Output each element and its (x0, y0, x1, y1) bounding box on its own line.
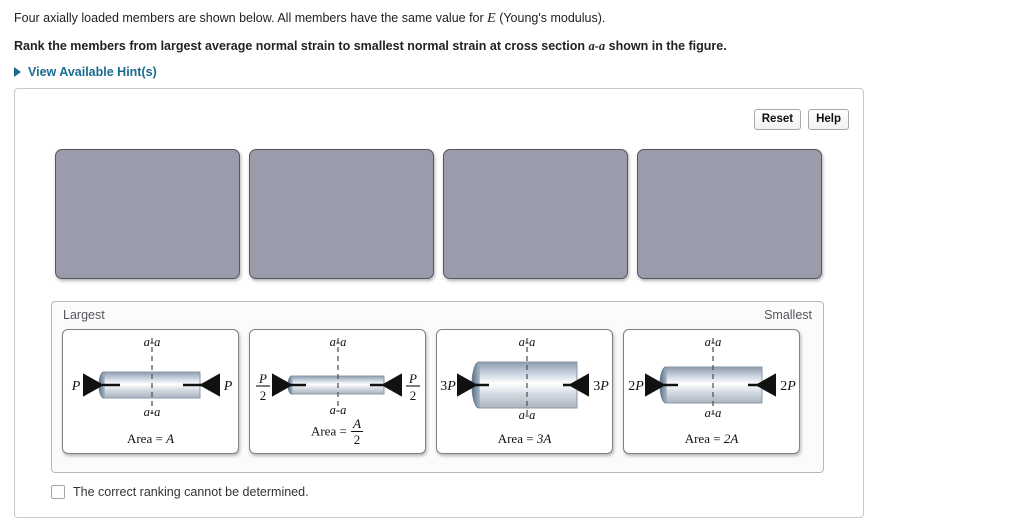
svg-text:3P: 3P (440, 379, 456, 394)
cannot-determine-checkbox[interactable] (51, 485, 65, 499)
area-prefix-2: Area = (310, 423, 351, 439)
problem-intro-text-a: Four axially loaded members are shown be… (14, 11, 488, 25)
svg-text:a-a: a-a (705, 406, 722, 420)
member-card-1[interactable]: a-a a-a P P Area = A (62, 329, 239, 454)
triangle-right-icon (14, 67, 21, 78)
area-prefix-1: Area = (126, 431, 167, 446)
instruction-text-a: Rank the members from largest average no… (14, 39, 589, 54)
ranking-dropzones (55, 149, 822, 279)
cross-section-label: a-a (588, 39, 606, 54)
member-card-4[interactable]: a-a a-a 2P 2P Area = 2A (623, 329, 800, 454)
cannot-determine-label: The correct ranking cannot be determined… (73, 485, 309, 499)
dropzone-slot-4[interactable] (637, 149, 822, 279)
svg-text:a-a: a-a (330, 335, 347, 349)
svg-text:a-a: a-a (519, 408, 536, 422)
svg-text:P: P (408, 371, 417, 386)
item-bank: Largest Smallest (51, 301, 824, 473)
area-prefix-3: Area = (497, 431, 537, 446)
prompt-area: Four axially loaded members are shown be… (0, 0, 1024, 79)
svg-text:2: 2 (260, 388, 267, 403)
member-figure-2: a-a a-a P 2 P 2 (250, 330, 425, 422)
answer-panel: Reset Help Largest Smallest (14, 88, 864, 518)
area-label-3: Area = 3A (437, 431, 612, 447)
youngs-modulus-symbol: E (487, 11, 496, 26)
problem-intro: Four axially loaded members are shown be… (14, 9, 1010, 29)
instruction-text-b: shown in the figure. (605, 39, 727, 54)
area-fraction-numerator-2: A (351, 416, 364, 432)
svg-text:a-a: a-a (330, 403, 347, 417)
member-card-3[interactable]: a-a a-a 3P 3P Area = 3A (436, 329, 613, 454)
view-available-hints-link[interactable]: View Available Hint(s) (28, 65, 157, 80)
svg-text:3P: 3P (593, 379, 609, 394)
bank-label-largest: Largest (63, 308, 105, 322)
svg-text:2: 2 (410, 388, 417, 403)
problem-intro-text-b: (Young's modulus). (495, 11, 606, 25)
svg-text:a-a: a-a (144, 335, 161, 349)
area-value-1: A (166, 431, 175, 446)
svg-text:a-a: a-a (144, 405, 161, 419)
help-button[interactable]: Help (808, 109, 849, 131)
bank-card-list: a-a a-a P P Area = A (62, 329, 800, 454)
svg-text:2P: 2P (628, 379, 644, 394)
panel-toolbar: Reset Help (753, 109, 849, 131)
svg-text:P: P (71, 379, 81, 394)
dropzone-slot-1[interactable] (55, 149, 240, 279)
member-figure-1: a-a a-a P P (63, 330, 238, 422)
area-value-4: 2A (723, 431, 739, 446)
area-label-4: Area = 2A (624, 431, 799, 447)
svg-text:a-a: a-a (705, 335, 722, 349)
area-fraction-denominator-2: 2 (353, 432, 361, 447)
svg-text:a-a: a-a (519, 335, 536, 349)
view-hints-row[interactable]: View Available Hint(s) (14, 65, 1010, 79)
member-figure-3: a-a a-a 3P 3P (437, 330, 612, 422)
dropzone-slot-2[interactable] (249, 149, 434, 279)
svg-text:P: P (223, 379, 233, 394)
area-value-3: 3A (536, 431, 552, 446)
dropzone-slot-3[interactable] (443, 149, 628, 279)
cannot-determine-row[interactable]: The correct ranking cannot be determined… (51, 485, 309, 499)
area-prefix-4: Area = (684, 431, 724, 446)
svg-text:2P: 2P (780, 379, 796, 394)
problem-instruction: Rank the members from largest average no… (14, 37, 1010, 55)
reset-button[interactable]: Reset (753, 109, 802, 131)
bank-label-smallest: Smallest (764, 308, 812, 322)
svg-text:P: P (258, 371, 267, 386)
member-figure-4: a-a a-a 2P 2P (624, 330, 799, 422)
area-label-1: Area = A (63, 431, 238, 447)
